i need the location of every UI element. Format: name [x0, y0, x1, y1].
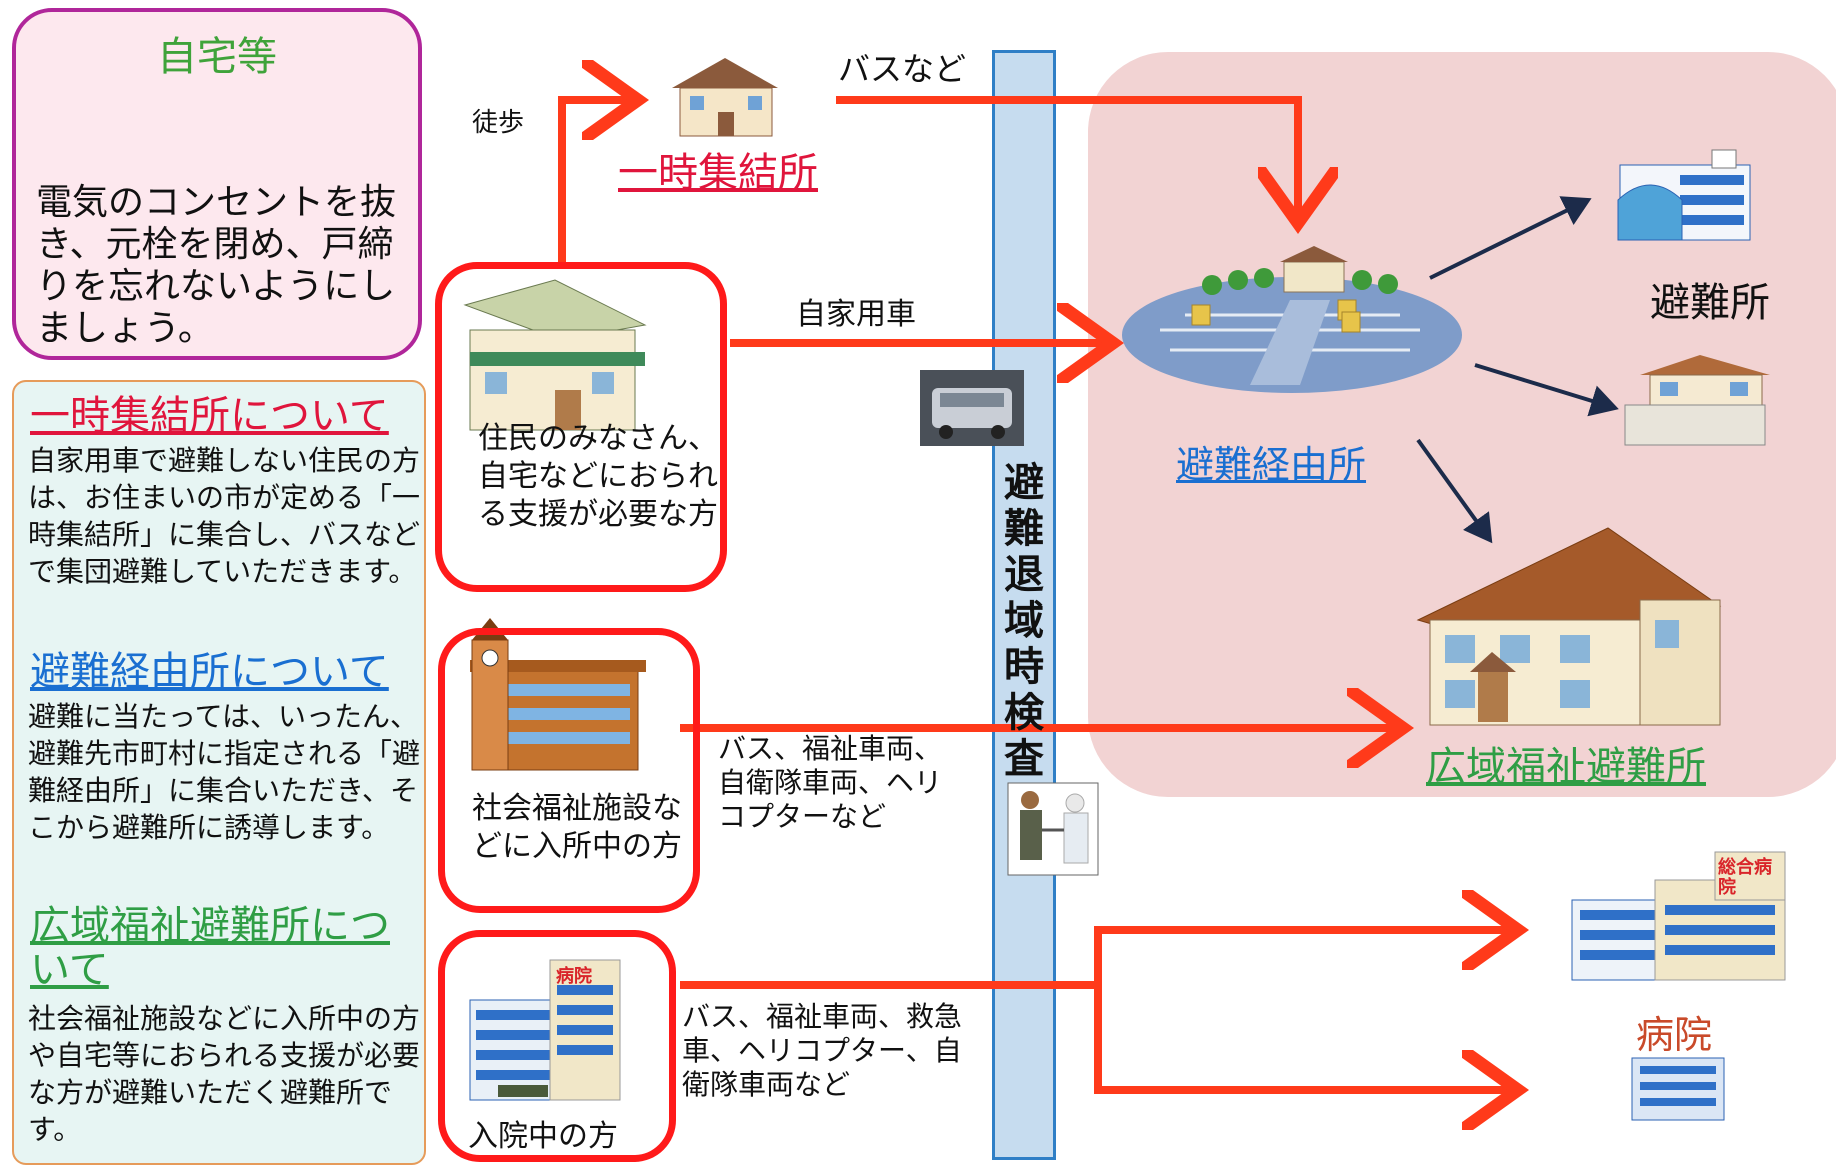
to-shelter-arrow-2 — [1474, 363, 1619, 417]
patients-hospital-sign: 病院 — [556, 966, 592, 987]
assembly-point-link[interactable]: 一時集結所 — [618, 150, 818, 196]
facility-group-box — [438, 628, 700, 913]
home-title: 自宅等 — [157, 34, 277, 80]
checkpoint-label: 避難退域時検査 — [1004, 460, 1044, 782]
walk-arrow — [558, 100, 630, 265]
residents-group-label: 住民のみなさん、自宅などにおられる支援が必要な方 — [478, 421, 718, 532]
facility-building-image — [470, 618, 646, 771]
home-callout: 自宅等 電気のコンセントを抜き、元栓を閉め、戸締りを忘れないようにしましょう。 — [12, 8, 422, 360]
destination-hospital-1 — [1571, 851, 1786, 981]
car-photo — [920, 370, 1024, 446]
transit-info-title[interactable]: 避難経由所について — [30, 649, 389, 695]
bus-arrow — [836, 96, 1298, 215]
shelter-building-1 — [1617, 149, 1751, 241]
assembly-info-text: 自家用車で避難しない住民の方は、お住まいの市が定める「一時集結所」に集合し、バス… — [28, 444, 421, 588]
hospital-patients-box — [438, 930, 676, 1162]
welfare-info-text: 社会福祉施設などに入所中の方や自宅等におられる支援が必要な方が避難いただく避難所… — [28, 1002, 421, 1146]
red-arrows — [558, 96, 1510, 1090]
welfare-shelter-link[interactable]: 広域福祉避難所 — [1426, 744, 1706, 790]
hospital-label: 病院 — [1636, 1013, 1713, 1057]
assembly-house-image — [672, 58, 778, 137]
bus-label: バスなど — [838, 50, 967, 88]
assembly-info-title[interactable]: 一時集結所について — [30, 393, 389, 439]
dark-arrows — [1416, 196, 1619, 544]
destination-hospital-2 — [1631, 1057, 1725, 1121]
hospital-sign: 総合病院 — [1718, 857, 1772, 898]
transit-info-text: 避難に当たっては、いったん、避難先市町村に指定される「避難経由所」に集合いただき… — [28, 700, 421, 844]
facility-group-label: 社会福祉施設などに入所中の方 — [472, 791, 682, 864]
to-shelter-arrow-1 — [1429, 196, 1592, 280]
hospital-transport-label: バス、福祉車両、救急車、ヘリコプター、自衛隊車両など — [682, 1000, 963, 1101]
hospital-arrow-2 — [1094, 985, 1510, 1090]
welfare-shelter-image — [1416, 527, 1722, 726]
hospital-arrow — [680, 930, 1510, 989]
to-welfare-arrow — [1416, 438, 1493, 544]
shelter-building-2 — [1624, 355, 1770, 446]
facility-transport-label: バス、福祉車両、自衛隊車両、ヘリコプターなど — [718, 732, 943, 833]
transit-center-image — [1122, 246, 1462, 393]
hospital-patients-label: 入院中の方 — [468, 1119, 618, 1154]
walk-label: 徒歩 — [472, 108, 525, 138]
screening-photo — [1007, 782, 1099, 876]
shelter-label: 避難所 — [1650, 280, 1770, 326]
car-label: 自家用車 — [796, 297, 916, 332]
home-instructions: 電気のコンセントを抜き、元栓を閉め、戸締りを忘れないようにしましょう。 — [36, 182, 397, 349]
residents-house-image — [463, 279, 647, 431]
welfare-info-title[interactable]: 広域福祉避難所について — [30, 903, 390, 993]
checkpoint-bar — [992, 50, 1056, 1160]
info-panel: 一時集結所について 自家用車で避難しない住民の方は、お住まいの市が定める「一時集… — [12, 380, 426, 1165]
transit-center-link[interactable]: 避難経由所 — [1176, 443, 1367, 487]
patients-hospital-image — [469, 959, 621, 1101]
residents-group-box — [435, 262, 727, 592]
